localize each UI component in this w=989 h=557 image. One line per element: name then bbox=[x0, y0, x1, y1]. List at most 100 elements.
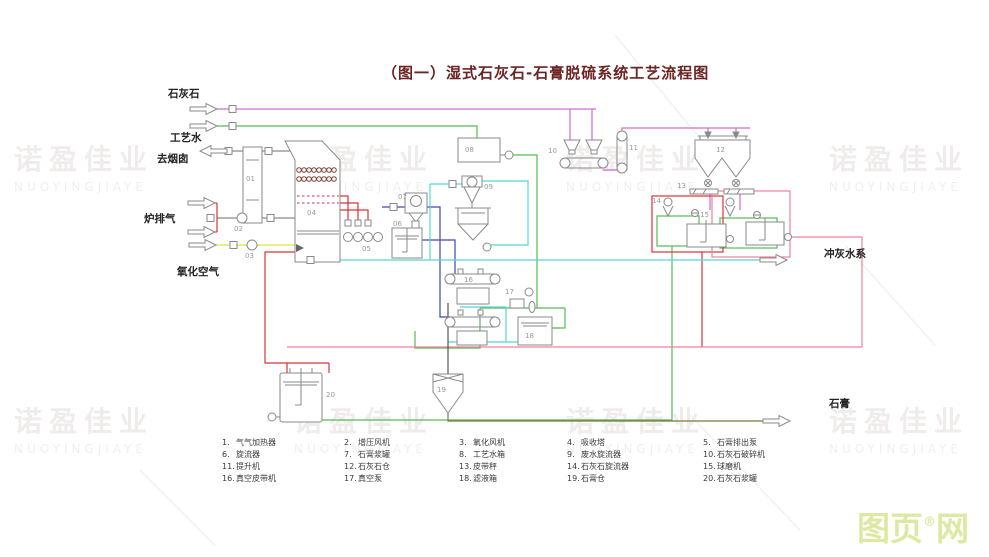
legend-name: 真空皮带机 bbox=[236, 474, 276, 483]
legend-item: 18.滤液箱 bbox=[459, 473, 505, 485]
conveyor-10 bbox=[559, 139, 609, 169]
legend-item: 5.石膏排出泵 bbox=[703, 437, 765, 449]
mill-tank-right bbox=[745, 218, 792, 246]
site-logo: 图页®网 bbox=[857, 502, 969, 550]
limestone-silo-12 bbox=[694, 131, 751, 187]
legend-num: 2. bbox=[344, 438, 352, 447]
legend-num: 4. bbox=[567, 438, 575, 447]
legend-name: 石膏仓 bbox=[581, 474, 605, 483]
legend-item: 7. 石膏浆罐 bbox=[344, 449, 390, 461]
legend-num: 16. bbox=[222, 474, 235, 483]
equipment-tags: 01 02 03 04 05 06 07 08 09 10 11 12 13 1… bbox=[234, 144, 725, 399]
legend-name: 石灰石仓 bbox=[358, 462, 390, 471]
pipe-gypsum-out bbox=[447, 413, 763, 422]
tag-10: 10 bbox=[548, 147, 557, 155]
legend-num: 1. bbox=[222, 438, 230, 447]
legend-name: 滤液箱 bbox=[473, 474, 497, 483]
label-ash-water: 冲灰水系 bbox=[824, 248, 866, 260]
cyclone-07 bbox=[404, 192, 428, 223]
legend-num: 18. bbox=[459, 474, 472, 483]
label-process-water: 工艺水 bbox=[170, 132, 202, 144]
arrow-furnace-gas-2 bbox=[187, 226, 216, 238]
legend-num: 11. bbox=[222, 462, 235, 471]
slurry-tank-06 bbox=[391, 227, 423, 259]
legend-item: 17.真空泵 bbox=[344, 473, 390, 485]
legend-num: 20. bbox=[703, 474, 716, 483]
tag-09: 09 bbox=[484, 183, 493, 191]
arrow-furnace-gas-1 bbox=[187, 197, 216, 209]
pipe-furnace-gas bbox=[215, 202, 218, 233]
legend-num: 17. bbox=[344, 474, 357, 483]
mill-tank-left bbox=[686, 220, 734, 248]
tag-02: 02 bbox=[234, 225, 243, 233]
legend-num: 6. bbox=[222, 450, 230, 459]
legend-num: 9. bbox=[567, 450, 575, 459]
legend-name: 石膏浆罐 bbox=[358, 450, 390, 459]
legend-name: 石灰石浆罐 bbox=[717, 474, 757, 483]
legend-column-4: 4.吸收塔 9.废水旋流器 14.石灰石旋流器 19.石膏仓 bbox=[567, 437, 629, 485]
filtrate-tank-18 bbox=[517, 316, 553, 346]
legend-name: 石灰石破碎机 bbox=[717, 450, 765, 459]
elevator-11 bbox=[616, 130, 628, 174]
booster-fan-02 bbox=[236, 212, 248, 224]
tag-16: 16 bbox=[464, 276, 473, 284]
logo-text-2: 网 bbox=[936, 509, 969, 548]
tag-03: 03 bbox=[245, 252, 254, 260]
legend-item: 2. 增压风机 bbox=[344, 437, 390, 449]
legend-item: 6.旋流器 bbox=[222, 449, 276, 461]
tag-08: 08 bbox=[465, 146, 474, 154]
label-to-chimney: 去烟囱 bbox=[157, 153, 189, 165]
legend-name: 气气加热器 bbox=[236, 438, 276, 447]
arrow-to-chimney bbox=[199, 145, 228, 157]
ggh-01 bbox=[242, 146, 263, 224]
tag-01: 01 bbox=[246, 175, 255, 183]
legend-item: 12.石灰石仓 bbox=[344, 461, 390, 473]
legend-name: 吸收塔 bbox=[581, 438, 605, 447]
tag-15: 15 bbox=[700, 211, 709, 219]
recycle-pumps-05 bbox=[343, 219, 383, 242]
legend-name: 工艺水箱 bbox=[473, 450, 505, 459]
wastewater-cyclone-09 bbox=[455, 175, 492, 252]
ball-mill-15 bbox=[691, 209, 761, 219]
legend-item: 4. 吸收塔 bbox=[567, 437, 629, 449]
limestone-cyclone-14 bbox=[662, 197, 736, 218]
tag-13: 13 bbox=[677, 182, 686, 190]
legend-item: 16.真空皮带机 bbox=[222, 473, 276, 485]
legend-num: 15. bbox=[703, 462, 716, 471]
legend-num: 8. bbox=[459, 450, 467, 459]
tag-12: 12 bbox=[716, 146, 725, 154]
legend-num: 10. bbox=[703, 450, 716, 459]
pipe-slurry-pink bbox=[287, 190, 863, 348]
legend-num: 13. bbox=[459, 462, 472, 471]
legend-num: 3. bbox=[459, 438, 467, 447]
legend-name: 废水旋流器 bbox=[581, 450, 621, 459]
vacuum-belt-16b bbox=[444, 309, 501, 346]
legend-name: 增压风机 bbox=[358, 438, 390, 447]
legend-item: 11.提升机 bbox=[222, 461, 276, 473]
paper-creases bbox=[139, 34, 936, 546]
legend-item: 9. 废水旋流器 bbox=[567, 449, 629, 461]
legend-item: 1. 气气加热器 bbox=[222, 437, 276, 449]
tag-06: 06 bbox=[393, 220, 402, 228]
legend-name: 皮带秤 bbox=[473, 462, 497, 471]
absorber-04 bbox=[284, 140, 341, 263]
arrow-gypsum-out bbox=[762, 415, 791, 427]
vacuum-belt-16a bbox=[444, 268, 501, 305]
legend-num: 14. bbox=[567, 462, 580, 471]
legend-name: 球磨机 bbox=[717, 462, 741, 471]
label-oxidation-air: 氧化空气 bbox=[177, 266, 219, 278]
arrow-ash-water-out bbox=[759, 254, 788, 266]
page-title: （图一）湿式石灰石-石膏脱硫系统工艺流程图 bbox=[382, 64, 710, 82]
tag-04: 04 bbox=[307, 209, 316, 217]
legend-column-5: 5.石膏排出泵 10.石灰石破碎机 15.球磨机 20.石灰石浆罐 bbox=[703, 437, 765, 485]
legend-num: 12. bbox=[344, 462, 357, 471]
label-limestone: 石灰石 bbox=[168, 88, 200, 100]
tag-11: 11 bbox=[629, 144, 638, 152]
legend-num: 7. bbox=[344, 450, 352, 459]
legend-name: 提升机 bbox=[236, 462, 260, 471]
tag-07: 07 bbox=[398, 193, 407, 201]
tag-20: 20 bbox=[326, 391, 335, 399]
tag-18: 18 bbox=[525, 332, 534, 340]
legend-name: 氧化风机 bbox=[473, 438, 505, 447]
